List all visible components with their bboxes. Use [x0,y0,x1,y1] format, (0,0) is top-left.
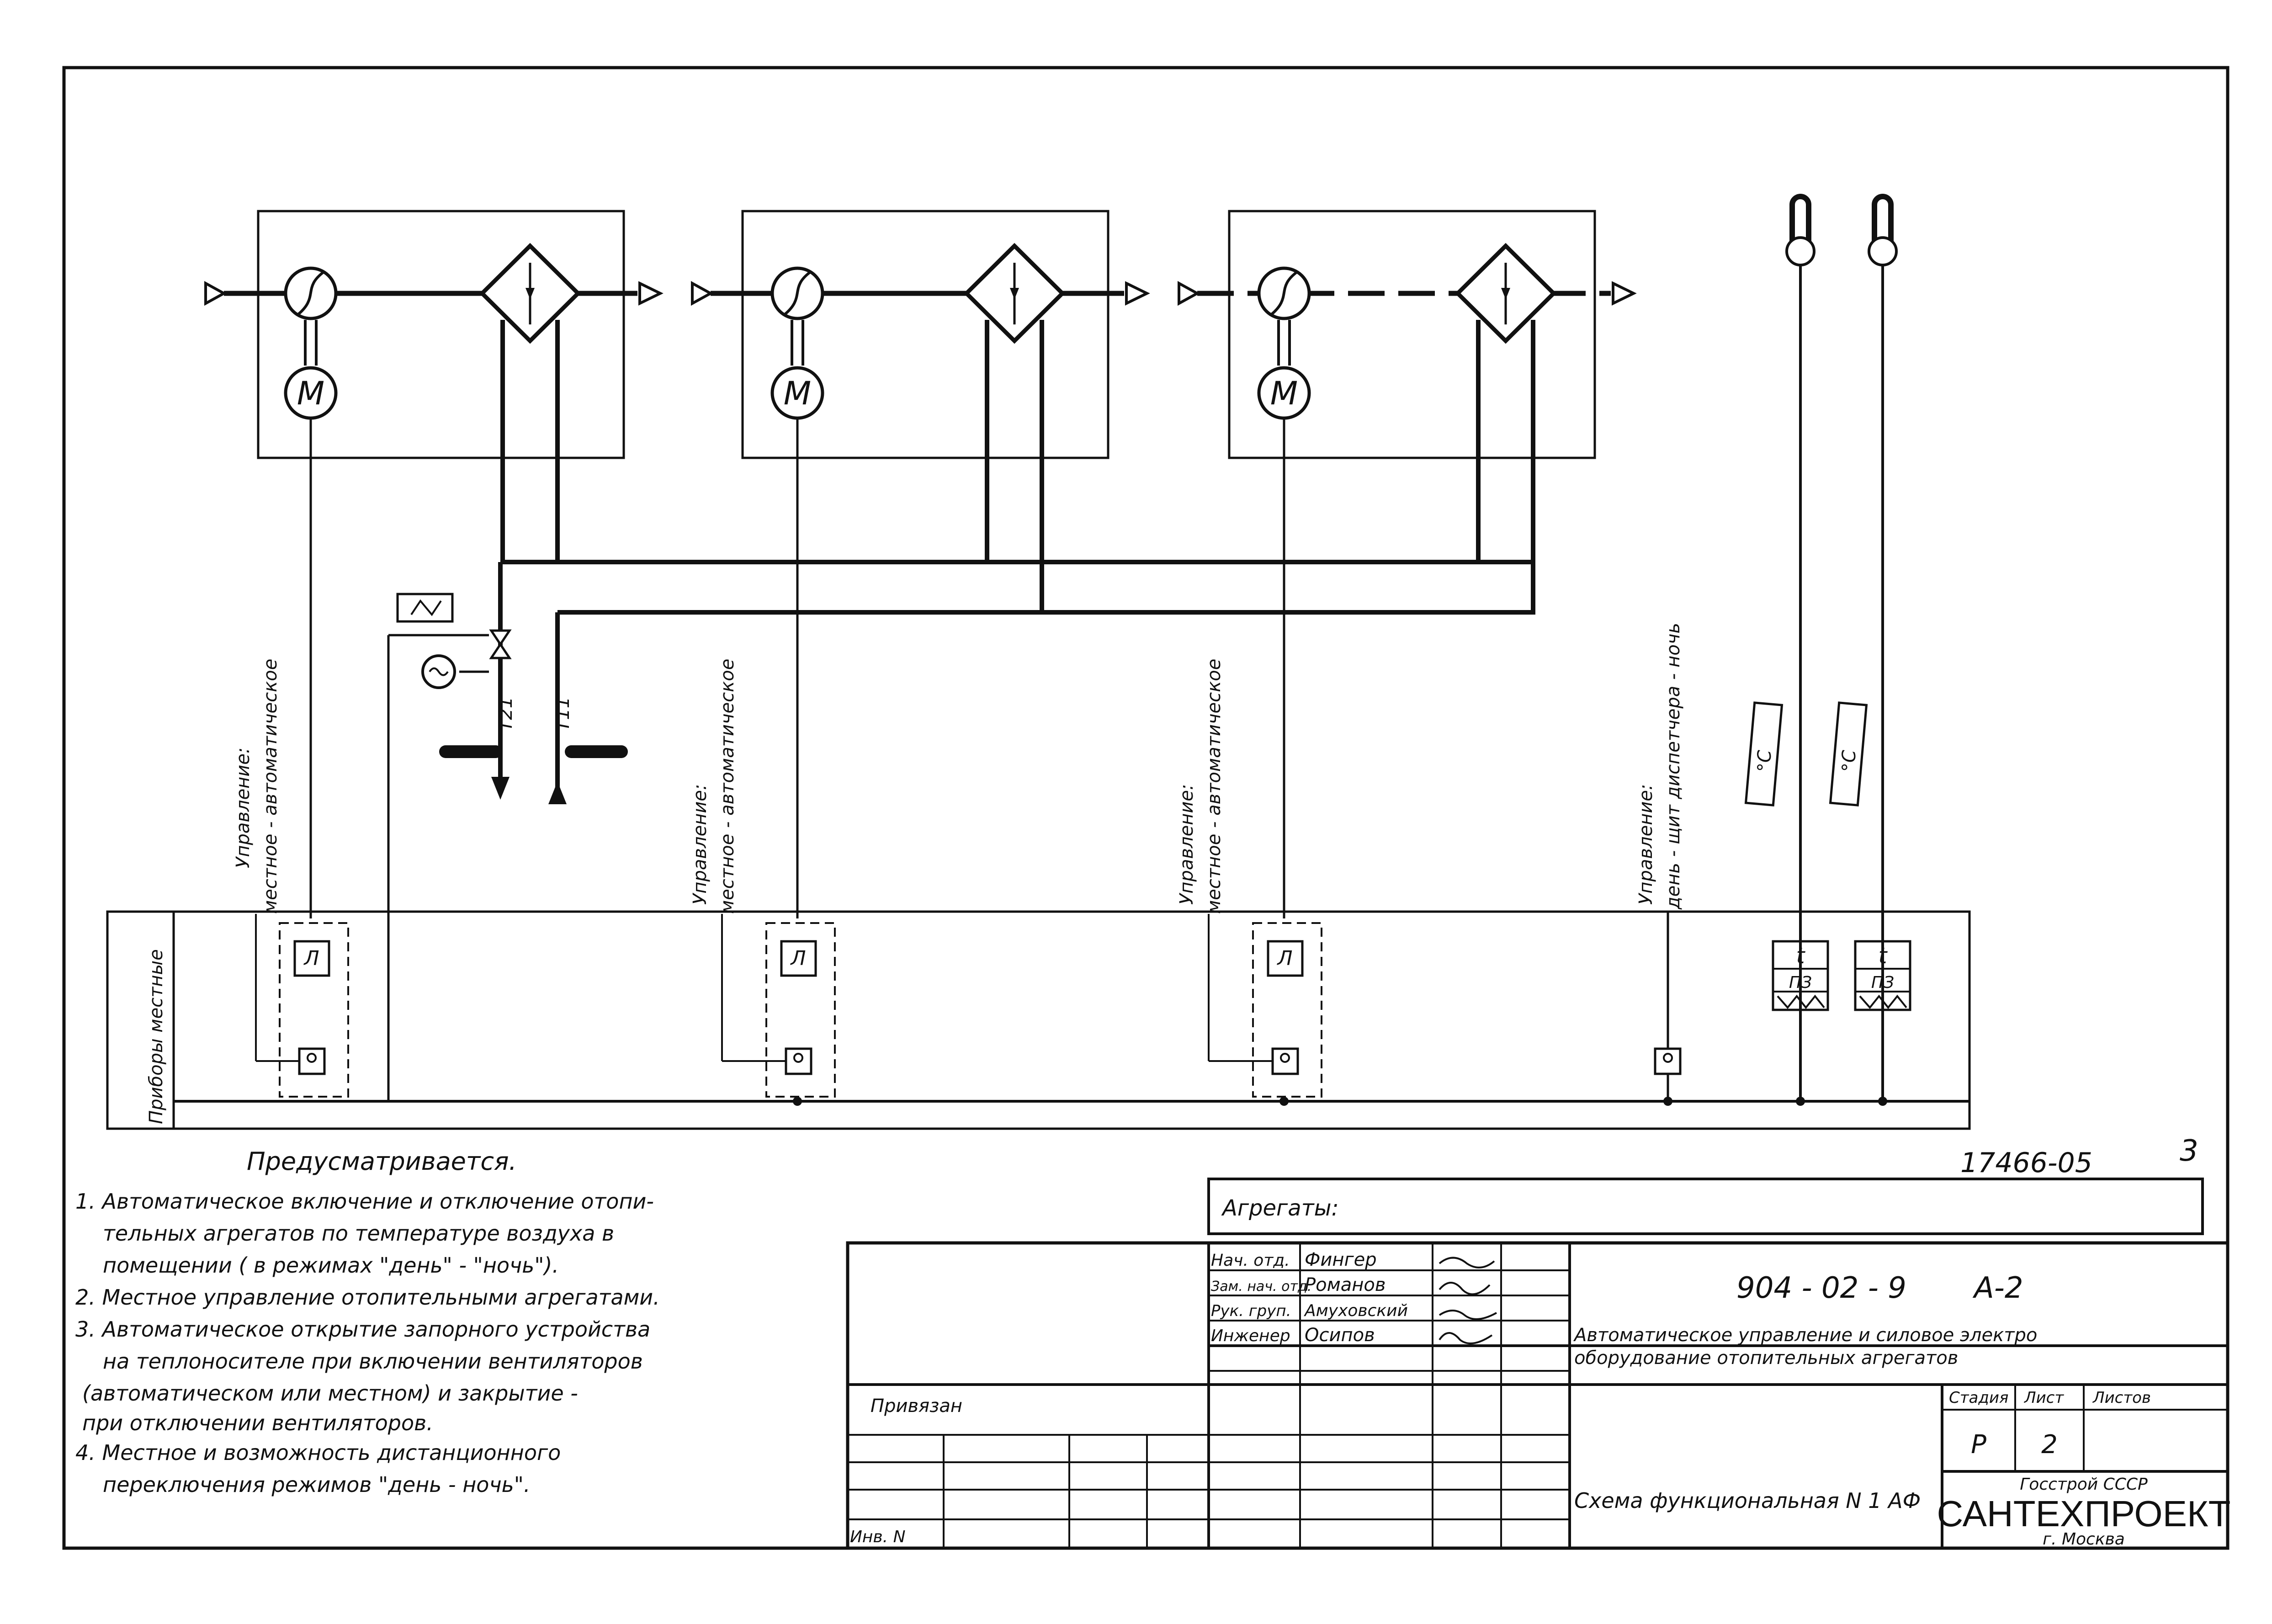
row-label: Приборы местные [146,949,167,1124]
heating-unit-2: M [691,210,1150,918]
thermostat-symbol: t [1879,943,1888,969]
svg-text:местное - автоматическое: местное - автоматическое [717,659,738,914]
motor-symbol: M [784,375,811,412]
relay-symbol: Л [790,947,806,970]
note-line: помещении ( в режимах "день" - "ночь"). [103,1253,559,1278]
svg-text:местное - автоматическое: местное - автоматическое [1204,659,1225,914]
album-code: А-2 [1972,1271,2023,1305]
relay-symbol: Л [1276,947,1292,970]
sheets-header: Листов [2092,1389,2151,1407]
title-block: 17466-05 3 Агрегаты: Нач. отд. Фингер За… [846,1134,2231,1550]
aggregates-label: Агрегаты: [1221,1195,1339,1221]
signature-name: Романов [1305,1274,1385,1295]
local-devices-panel: Приборы местные [106,910,1971,1130]
project-code: 904 - 02 - 9 [1736,1271,1906,1305]
note-line: 4. Местное и возможность дистанционного [75,1440,561,1465]
binding-label: Привязан [871,1396,962,1417]
project-title: Автоматическое управление и силовое элек… [1573,1325,2037,1346]
thermostat-2: t ПЗ [1854,940,1911,1106]
signature-name: Фингер [1305,1249,1377,1270]
motor-symbol: M [297,375,324,412]
organization-top: Госстрой СССР [2020,1475,2148,1494]
svg-text:местное - автоматическое: местное - автоматическое [260,659,281,914]
note-line: тельных агрегатов по температуре воздуха… [103,1221,614,1246]
svg-text:Управление:: Управление: [233,748,254,868]
relay-symbol: Л [303,947,319,970]
svg-text:день - щит диспетчера - ночь: день - щит диспетчера - ночь [1663,623,1684,910]
heat-carrier-pipework: Т21 Т11 [387,560,1535,1101]
handwritten-signatures [1439,1257,1497,1344]
notes-heading: Предусматривается. [247,1147,517,1176]
note-line: переключения режимов "день - ночь". [103,1472,531,1497]
scheme-name: Схема функциональная N 1 АФ [1574,1488,1921,1513]
organization-name: САНТЕХПРОЕКТ [1937,1493,2231,1534]
signature-name: Осипов [1305,1325,1375,1346]
archive-number: 17466-05 [1960,1147,2092,1179]
day-night-switch [1654,912,1682,1106]
thermostat-symbol: t [1796,943,1806,969]
signature-role: Зам. нач. отд. [1211,1279,1311,1295]
note-line: на теплоносителе при включении вентилято… [103,1349,643,1374]
signature-role: Нач. отд. [1211,1251,1290,1270]
project-title: оборудование отопительных агрегатов [1574,1348,1958,1369]
motor-symbol: M [1270,375,1298,412]
sensor-unit-label: °C [1754,750,1775,772]
relay-station-2: Л [721,914,836,1106]
signature-name: Амуховский [1304,1301,1408,1320]
valve-actuator-icon [387,593,489,1101]
control-label-4: Управление: день - щит диспетчера - ночь [1635,623,1684,910]
control-label-1: Управление: местное - автоматическое [233,659,281,914]
svg-text:Управление:: Управление: [1635,784,1656,905]
heating-unit-3: M [1178,210,1637,918]
signature-role: Рук. груп. [1211,1302,1291,1320]
note-line: при отключении вентиляторов. [82,1411,433,1435]
relay-station-3: Л [1208,914,1322,1106]
sensor-unit-label: °C [1839,750,1860,772]
control-label-3: Управление: местное - автоматическое [1176,659,1225,914]
stage-header: Стадия [1949,1389,2008,1407]
relay-station-1: Л [255,914,349,1098]
svg-text:Управление:: Управление: [690,784,711,905]
signature-role: Инженер [1211,1327,1290,1345]
organization-city: г. Москва [2043,1530,2125,1549]
inventory-label: Инв. N [850,1528,906,1546]
note-line: 1. Автоматическое включение и отключение… [75,1189,654,1214]
stage-value: Р [1971,1430,1986,1459]
supply-line-label: Т21 [495,697,516,731]
note-line: (автоматическом или местном) и закрытие … [82,1381,578,1406]
heating-unit-1: M [204,210,664,918]
thermostat-mode: ПЗ [1871,973,1894,992]
sheet-header: Лист [2023,1389,2064,1407]
control-label-2: Управление: местное - автоматическое [690,659,738,914]
thermostat-1: t ПЗ [1772,940,1829,1106]
temperature-sensor-2: °C [1829,194,1898,1101]
thermostat-mode: ПЗ [1789,973,1812,992]
return-line-label: Т11 [552,697,573,731]
svg-text:Управление:: Управление: [1176,784,1197,905]
note-line: 2. Местное управление отопительными агре… [75,1285,660,1310]
sheet-value: 2 [2041,1430,2058,1459]
temperature-sensor-1: °C [1744,194,1815,1101]
shutoff-valve-icon [489,629,512,659]
sheet-corner-number: 3 [2180,1134,2198,1168]
general-notes: Предусматривается. 1. Автоматическое вкл… [75,1147,660,1497]
note-line: 3. Автоматическое открытие запорного уст… [75,1317,650,1342]
